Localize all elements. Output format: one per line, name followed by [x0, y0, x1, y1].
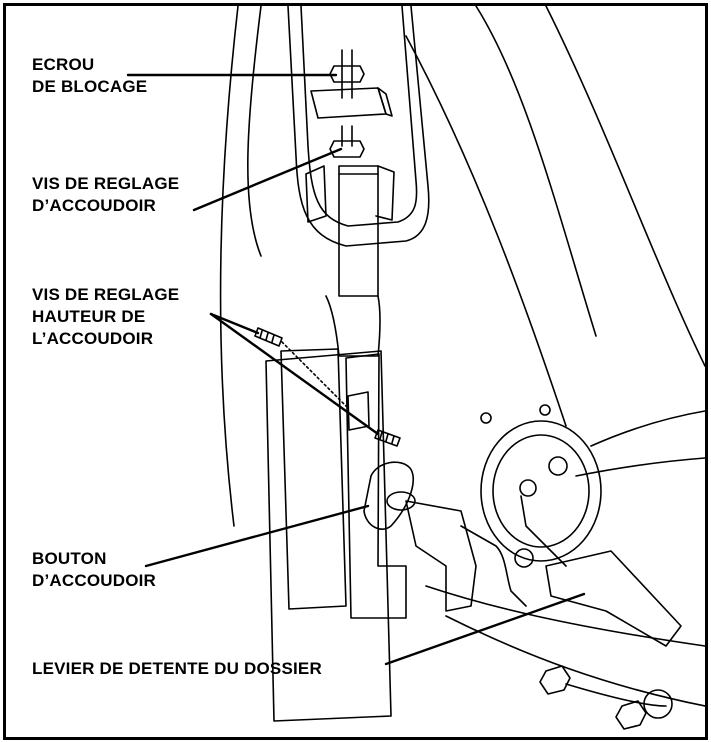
armrest-knob	[363, 461, 414, 530]
arm-post-upper	[338, 165, 379, 297]
label-lock-nut-line2: DE BLOCAGE	[32, 77, 148, 96]
adjust-nut	[329, 140, 365, 158]
label-release-lever: LEVIER DE DETENTE DU DOSSIER	[32, 658, 322, 680]
leader-height-screw-left	[209, 312, 260, 335]
arm-frame-outer	[265, 350, 392, 722]
label-height-screw-line1: VIS DE REGLAGE	[32, 285, 180, 304]
label-knob: BOUTON D’ACCOUDOIR	[32, 548, 156, 592]
slot-plate	[347, 391, 370, 431]
label-lock-nut: ECROU DE BLOCAGE	[32, 54, 147, 98]
label-release-lever-text: LEVIER DE DETENTE DU DOSSIER	[32, 659, 322, 678]
seat-back-inner-curve	[247, 6, 262, 257]
hex-bolt	[539, 665, 571, 695]
label-height-screw-line3: L’ACCOUDOIR	[32, 329, 154, 348]
armrest-pad	[287, 6, 430, 247]
nut-bracket	[310, 87, 387, 119]
label-knob-line1: BOUTON	[32, 549, 107, 568]
chair-mechanism-illustration	[126, 6, 705, 730]
seat-back-outline	[219, 6, 239, 527]
leader-height-screw-right	[209, 312, 380, 436]
arm-frame-inner	[345, 353, 407, 619]
arm-post-neck	[325, 295, 381, 357]
height-screw-right	[374, 429, 401, 447]
label-armrest-screw: VIS DE REGLAGE D’ACCOUDOIR	[32, 173, 179, 217]
nut-bracket-side	[377, 87, 393, 117]
leader-armrest-screw	[192, 147, 343, 212]
diagram-frame: ECROU DE BLOCAGE VIS DE REGLAGE D’ACCOUD…	[3, 3, 708, 740]
armrest-pad-inner	[300, 6, 418, 227]
label-height-screw-line2: HAUTEUR DE	[32, 307, 146, 326]
arm-frame-cutout	[280, 348, 347, 610]
label-armrest-screw-line1: VIS DE REGLAGE	[32, 174, 180, 193]
clevis	[305, 165, 327, 223]
height-screw-left	[254, 327, 283, 347]
label-lock-nut-line1: ECROU	[32, 55, 95, 74]
lever-bracket	[405, 500, 477, 612]
back-panel-edge	[405, 35, 567, 427]
leader-knob	[144, 504, 370, 568]
label-height-screw: VIS DE REGLAGE HAUTEUR DE L’ACCOUDOIR	[32, 284, 179, 350]
release-lever	[545, 550, 682, 647]
seat-back-right-contour	[475, 6, 597, 337]
label-armrest-screw-line2: D’ACCOUDOIR	[32, 196, 157, 215]
label-knob-line2: D’ACCOUDOIR	[32, 571, 157, 590]
leader-lever	[384, 592, 586, 666]
seat-back-far-contour	[545, 6, 705, 367]
cam-plate	[480, 420, 602, 562]
